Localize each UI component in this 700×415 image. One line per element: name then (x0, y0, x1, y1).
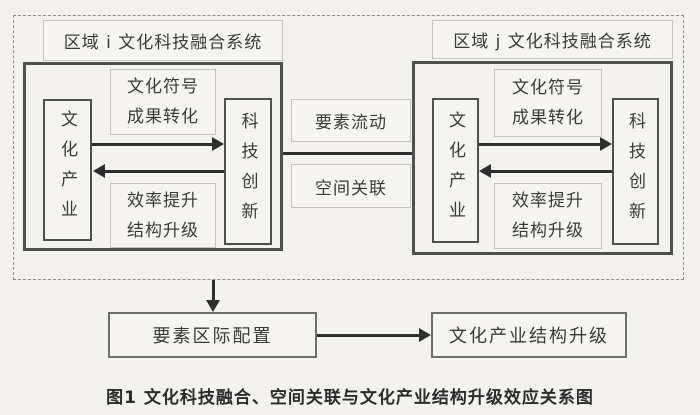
left-forward-label-box: 文化符号 成果转化 (110, 69, 216, 135)
right-feedback-label-line1: 效率提升 (512, 191, 584, 211)
left-tech-innovation-box: 科技创新 (224, 98, 272, 245)
right-culture-to-tech-arrowhead (600, 137, 612, 151)
boundary-to-allocation-arrowhead (206, 300, 220, 312)
right-tech-innovation-label: 科技创新 (625, 111, 645, 232)
boundary-to-allocation-arrow-line (212, 280, 215, 301)
left-tech-to-culture-arrowhead (93, 164, 105, 178)
left-system-frame (23, 62, 283, 251)
left-forward-label-line2: 成果转化 (127, 107, 199, 127)
left-culture-industry-box: 文化产业 (43, 99, 92, 241)
left-culture-to-tech-arrow-line (92, 143, 213, 146)
allocation-to-upgrade-arrowhead (419, 328, 431, 342)
left-tech-innovation-label: 科技创新 (237, 111, 258, 232)
right-system-title-box: 区域 j 文化科技融合系统 (432, 20, 673, 59)
left-feedback-label-line2: 结构升级 (127, 220, 199, 241)
left-tech-to-culture-arrow-line (105, 170, 224, 173)
inter-system-connector-line (283, 152, 412, 155)
right-feedback-label-line2: 结构升级 (512, 221, 584, 241)
left-culture-industry-label: 文化产业 (57, 110, 77, 230)
regional-systems-boundary (13, 15, 684, 280)
right-forward-label-box: 文化符号 成果转化 (494, 69, 602, 137)
factor-flow-label: 要素流动 (315, 113, 387, 133)
left-forward-label-line1: 文化符号 (127, 77, 199, 97)
right-tech-to-culture-arrow-line (491, 170, 612, 173)
left-feedback-label-line1: 效率提升 (127, 190, 199, 211)
right-system-frame (412, 61, 673, 255)
right-culture-to-tech-arrow-line (479, 143, 600, 146)
spatial-association-box: 空间关联 (291, 164, 411, 208)
left-culture-to-tech-arrowhead (212, 137, 224, 151)
structure-upgrade-label: 文化产业结构升级 (449, 326, 609, 347)
right-tech-to-culture-arrowhead (479, 164, 491, 178)
factor-flow-box: 要素流动 (291, 99, 411, 142)
right-culture-industry-box: 文化产业 (432, 98, 479, 243)
figure-caption: 图1 文化科技融合、空间关联与文化产业结构升级效应关系图 (106, 388, 594, 408)
right-tech-innovation-box: 科技创新 (612, 98, 659, 245)
right-forward-label-line1: 文化符号 (512, 78, 584, 98)
left-feedback-label-box: 效率提升 结构升级 (110, 183, 216, 248)
factor-allocation-box: 要素区际配置 (108, 312, 317, 358)
left-system-title: 区域 i 文化科技融合系统 (63, 33, 263, 53)
factor-allocation-label: 要素区际配置 (152, 326, 273, 347)
structure-upgrade-box: 文化产业结构升级 (431, 312, 627, 358)
left-system-title-box: 区域 i 文化科技融合系统 (43, 20, 283, 61)
right-culture-industry-label: 文化产业 (445, 110, 465, 231)
right-system-title: 区域 j 文化科技融合系统 (453, 32, 652, 52)
allocation-to-upgrade-arrow-line (317, 334, 420, 337)
spatial-association-label: 空间关联 (315, 178, 387, 199)
right-forward-label-line2: 成果转化 (512, 108, 584, 128)
right-feedback-label-box: 效率提升 结构升级 (494, 183, 602, 249)
